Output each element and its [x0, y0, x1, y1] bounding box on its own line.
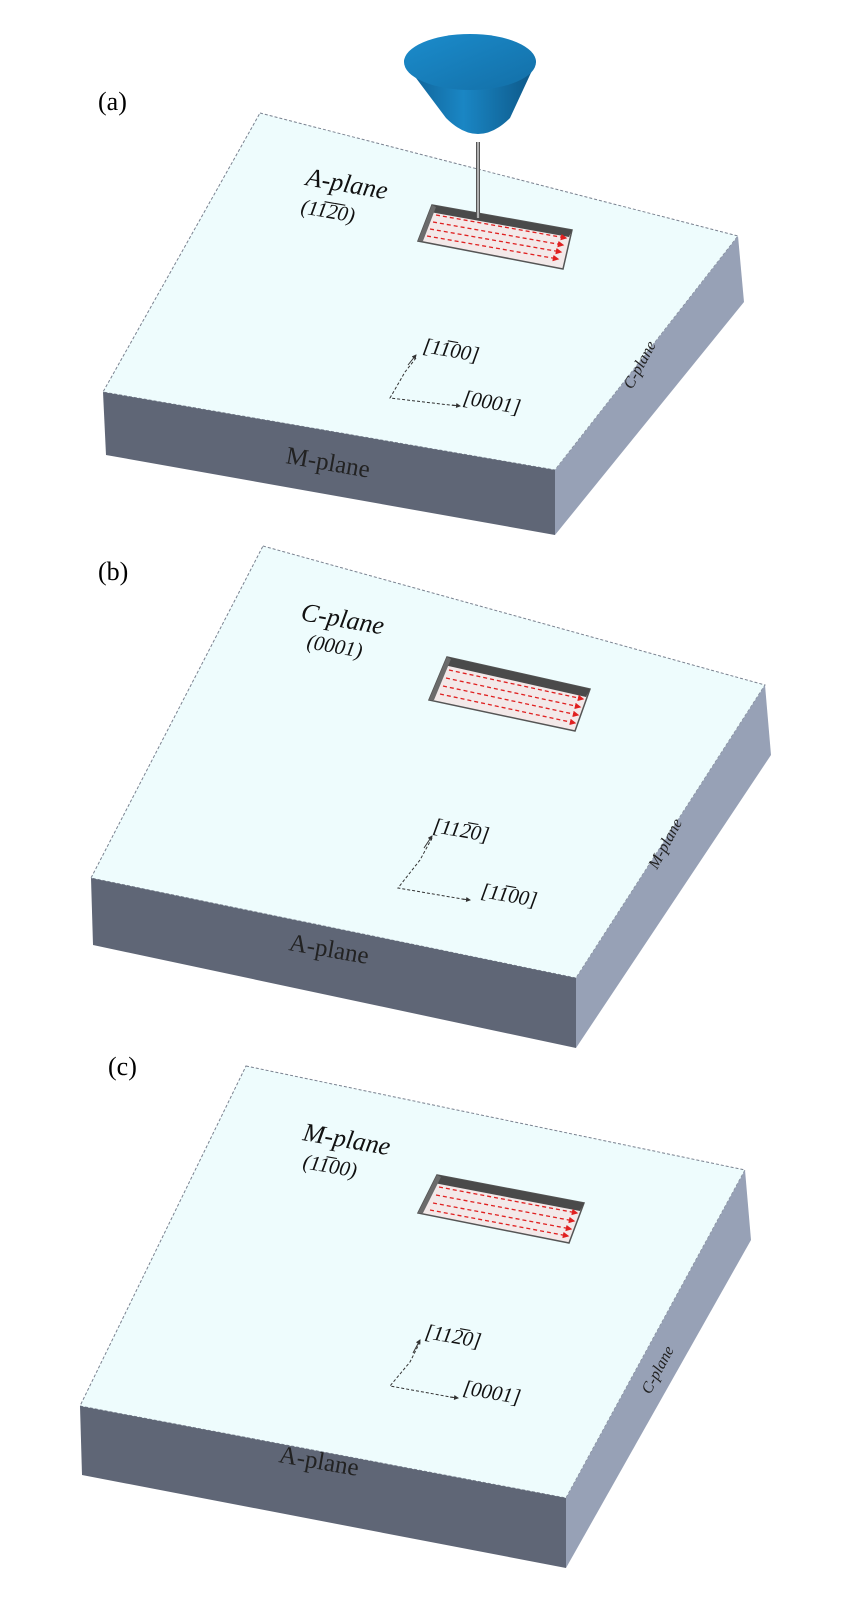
- crystal-axes: [389, 1339, 459, 1400]
- side-face: [576, 685, 771, 1048]
- panel-c: (c) M-plane (11̅00) [112̅0] [0001]: [79, 1052, 751, 1568]
- sample-block: [90, 545, 771, 1048]
- sample-block: [79, 1065, 751, 1568]
- scan-path: [429, 1186, 579, 1239]
- top-face: [79, 1065, 746, 1499]
- panel-label: (a): [98, 87, 127, 116]
- machined-groove: [427, 656, 591, 732]
- panel-label: (b): [98, 557, 128, 586]
- panel-label: (c): [108, 1052, 137, 1081]
- machined-groove: [416, 204, 573, 270]
- front-face: [80, 1406, 566, 1568]
- crystal-axes: [397, 835, 471, 902]
- cutting-tool: [404, 34, 536, 218]
- panel-b: (b) C-plane (0001) [112̅0] [11̅00]: [90, 545, 771, 1048]
- side-face: [555, 236, 744, 535]
- sample-block: [102, 112, 744, 535]
- scan-path: [439, 669, 585, 726]
- scan-path: [426, 214, 568, 262]
- panel-a: (a) A-plane (11̅2̅0): [98, 34, 744, 535]
- machined-groove: [416, 1174, 586, 1244]
- front-face: [103, 392, 555, 535]
- front-face: [91, 878, 576, 1048]
- top-face: [90, 545, 766, 979]
- crystal-axes: [389, 354, 461, 408]
- side-face: [566, 1170, 751, 1568]
